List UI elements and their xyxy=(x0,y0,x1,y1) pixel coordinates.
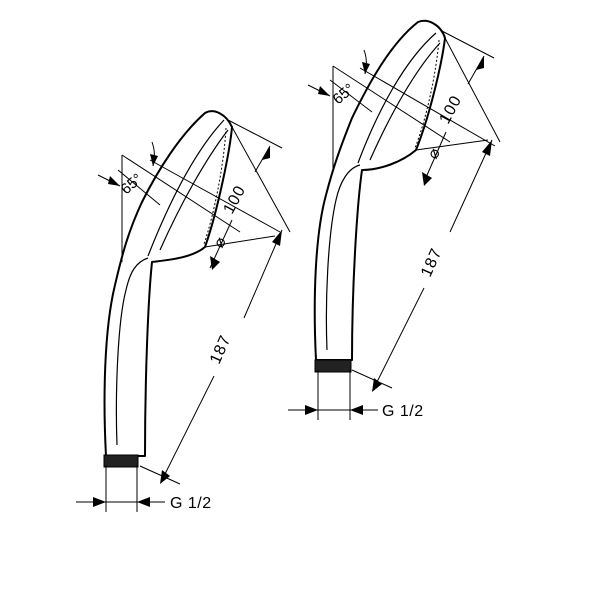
total-dim-ext-top xyxy=(444,37,501,143)
total-dim-ext-bottom xyxy=(139,465,181,485)
face-dim-arrow-top xyxy=(262,146,270,160)
face-length-label: 100 xyxy=(221,183,250,217)
total-dim-line-bottom xyxy=(373,287,425,389)
angle-ref-slanted xyxy=(329,79,373,113)
total-length-label: 187 xyxy=(207,333,235,367)
shower-head-face xyxy=(369,42,441,161)
face-length-label: 100 xyxy=(437,93,466,127)
face-dim-arrow-bottom xyxy=(210,256,220,270)
diameter-label: ⌀ xyxy=(211,234,231,251)
hand-shower-right: 65° 100 ⌀ 187 G 1/2 xyxy=(288,19,501,420)
face-dim-line-2 xyxy=(423,131,447,183)
thread-label: G 1/2 xyxy=(382,403,424,420)
face-dim-line xyxy=(254,145,271,173)
shower-head-spray-face xyxy=(203,127,227,245)
total-dim-arrow-bottom xyxy=(160,470,170,484)
shower-body-outline xyxy=(313,19,446,361)
angle-ext-line xyxy=(359,67,496,147)
shower-head-rim xyxy=(357,32,437,164)
face-dim-ext-top xyxy=(439,29,495,59)
angle-ext-line-2 xyxy=(121,154,241,233)
thread-label: G 1/2 xyxy=(170,495,212,512)
thread-arrow-left xyxy=(305,405,318,415)
shower-body-highlight xyxy=(115,257,149,446)
total-dim-arrow-bottom xyxy=(372,378,382,392)
total-dim-line-bottom xyxy=(161,375,215,481)
total-dim-arrow-top xyxy=(272,230,282,246)
total-dim-line-top xyxy=(449,139,493,233)
angle-label: 65° xyxy=(330,80,358,108)
face-dim-arrow-bottom xyxy=(422,172,432,186)
shower-head-spray-face xyxy=(414,39,440,149)
angle-arrow-left xyxy=(318,86,330,96)
angle-arrow-left xyxy=(108,176,120,186)
shower-head-face xyxy=(159,129,229,251)
thread-arrow-left xyxy=(93,497,106,507)
shower-body-outline xyxy=(103,110,233,457)
total-dim-arrow-top xyxy=(482,140,492,156)
connector-nut xyxy=(314,359,352,373)
face-dim-arrow-top xyxy=(476,56,484,70)
thread-arrow-right xyxy=(350,405,363,415)
shower-body-highlight xyxy=(325,164,361,351)
total-dim-ext-bottom xyxy=(351,369,393,389)
angle-arrow-right xyxy=(362,62,370,74)
angle-arrow-right xyxy=(150,154,158,166)
angle-ref-slanted xyxy=(117,169,161,206)
face-dim-ext-bottom xyxy=(415,139,489,151)
hand-shower-left: 65° 100 ⌀ 187 G 1/2 xyxy=(76,110,291,512)
angle-ext-line xyxy=(149,159,281,233)
total-dim-line-top xyxy=(243,229,283,319)
face-dim-ext-bottom xyxy=(204,235,276,248)
total-dim-ext-top xyxy=(231,126,291,233)
angle-ext-line-2 xyxy=(332,65,451,143)
connector-nut xyxy=(103,454,139,468)
total-length-label: 187 xyxy=(418,246,446,280)
face-dim-ext-top xyxy=(227,119,283,149)
thread-arrow-right xyxy=(137,497,150,507)
